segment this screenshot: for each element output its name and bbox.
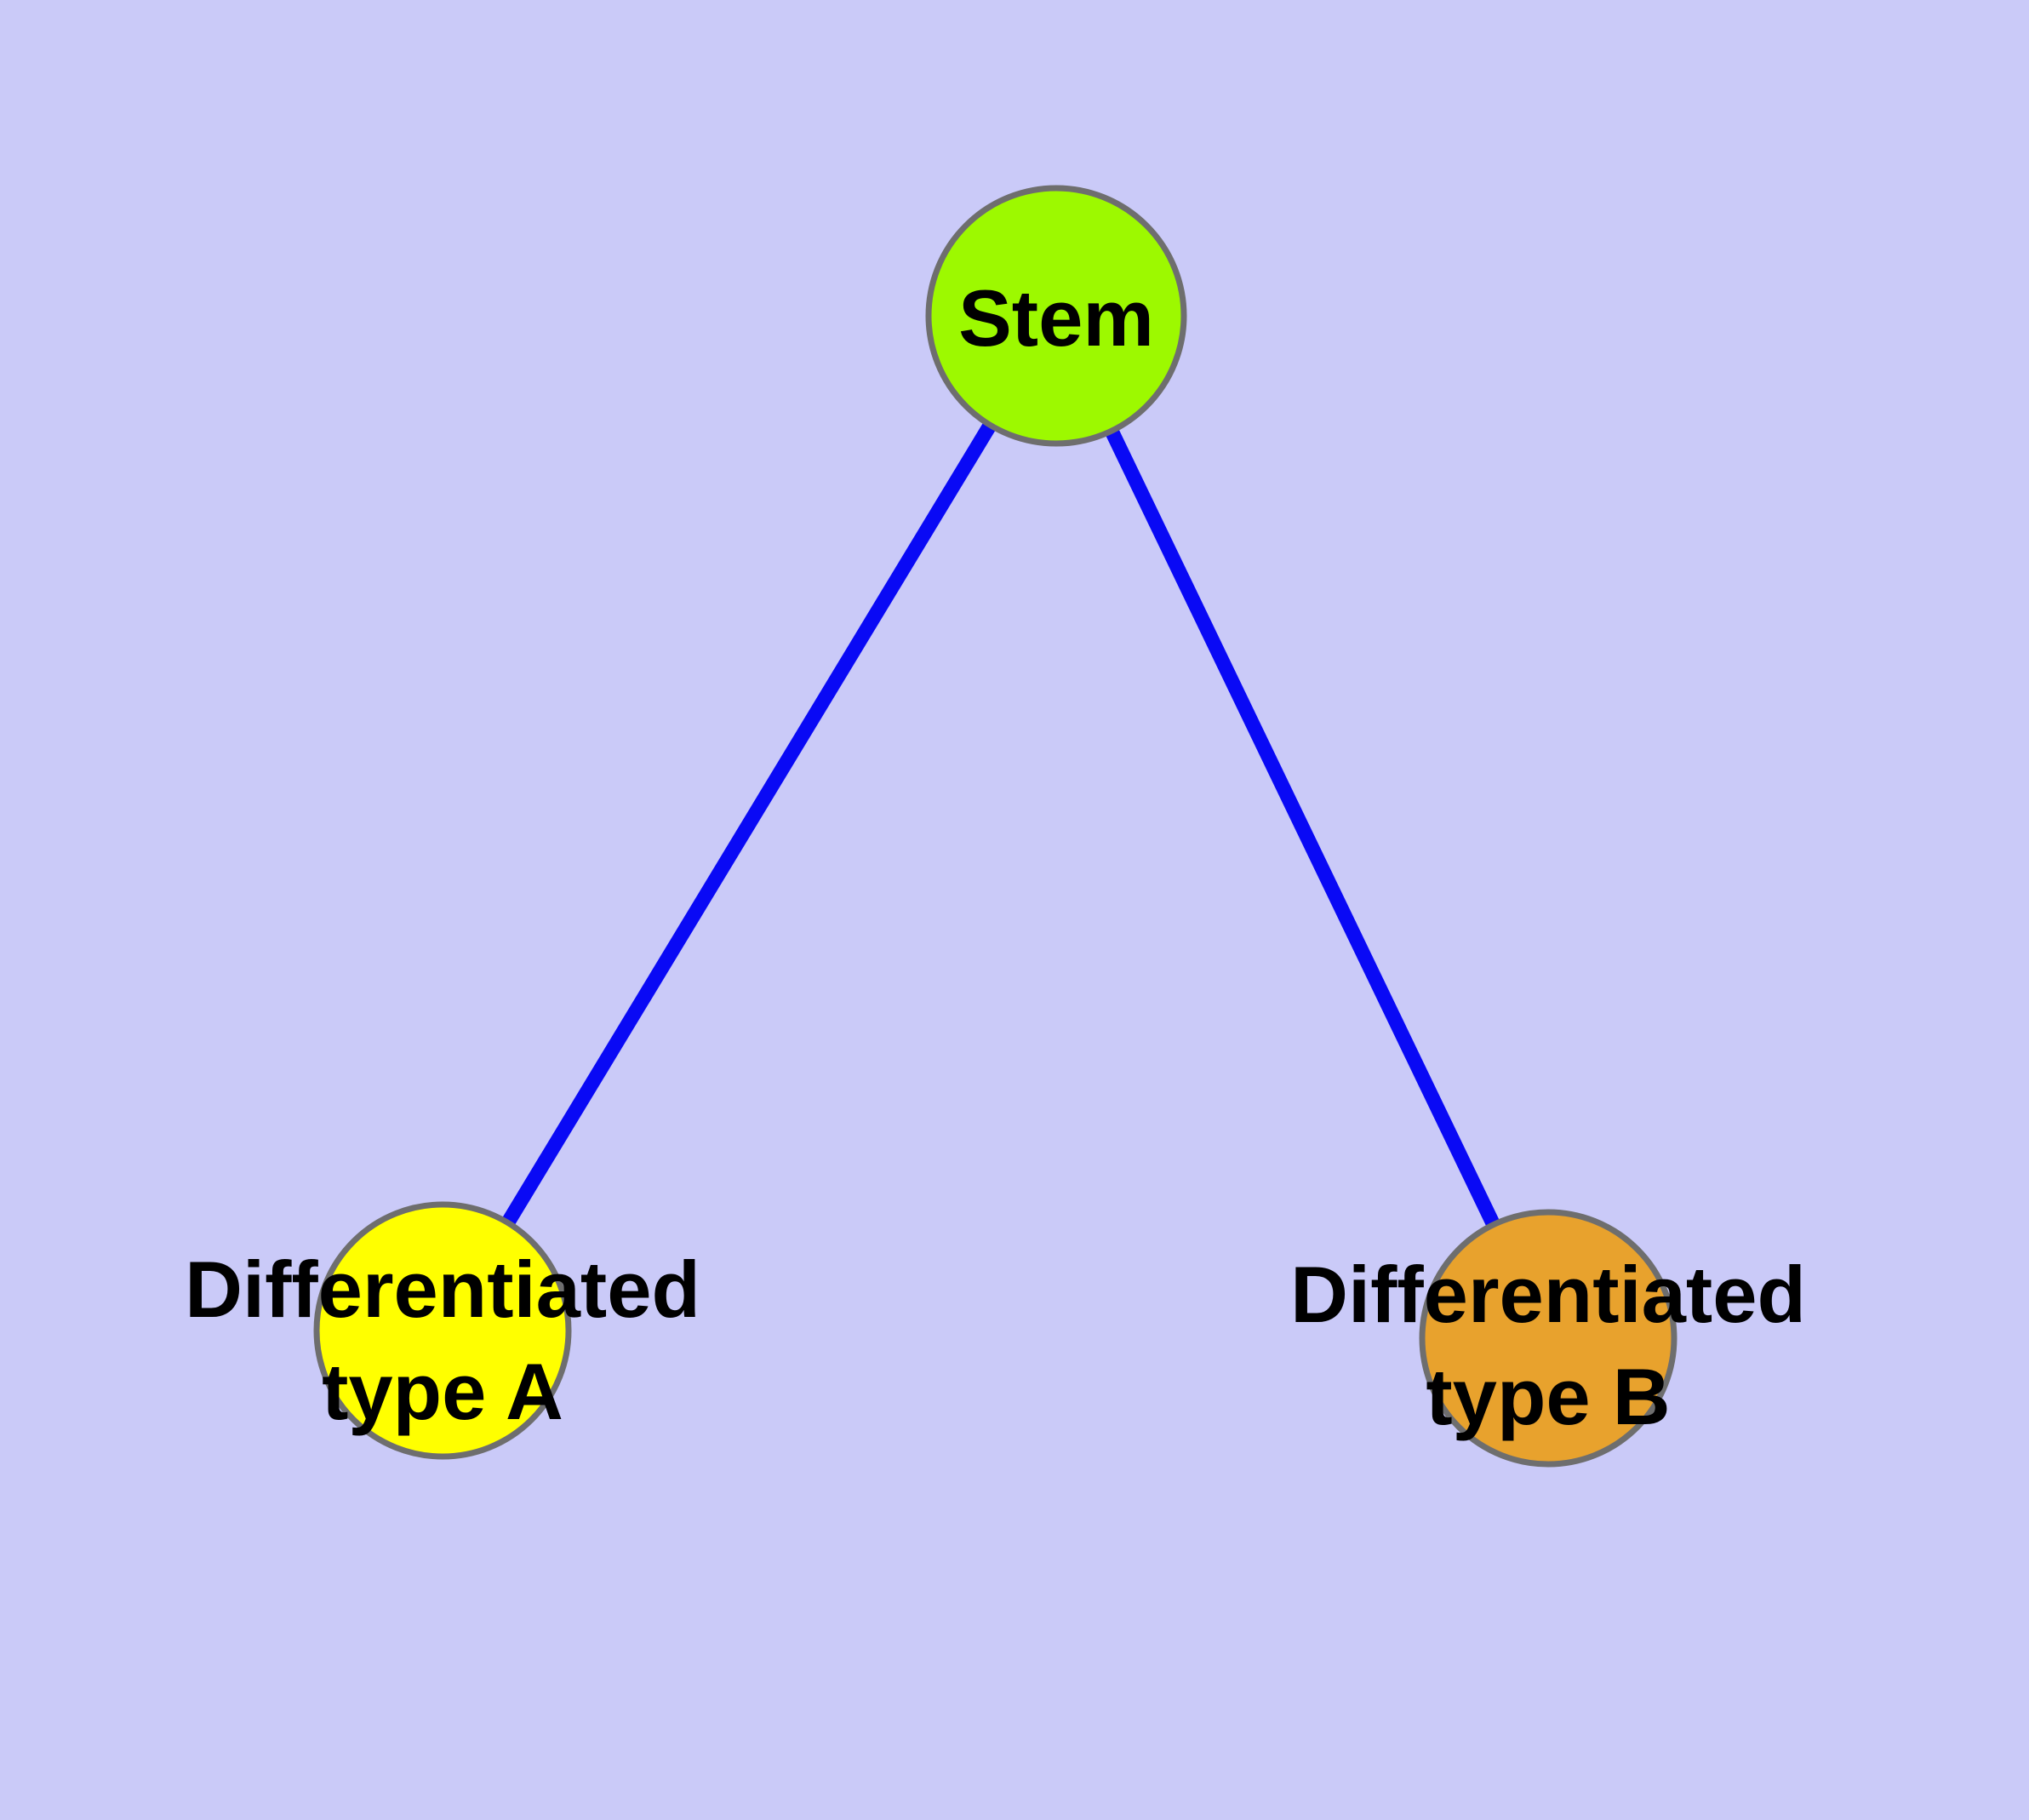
node-differentiated-type-a-label-line2: type A	[322, 1347, 563, 1436]
node-differentiated-type-b-label-line2: type B	[1426, 1352, 1670, 1441]
node-differentiated-type-b-circle	[1419, 1209, 1677, 1468]
node-stem-label: Stem	[958, 273, 1154, 363]
node-differentiated-type-b-label-line1: Differentiated	[1290, 1250, 1806, 1339]
node-differentiated-type-a: Differentiated type A	[185, 1201, 700, 1460]
edge-stem-to-type-b	[1049, 312, 1555, 1342]
node-differentiated-type-a-circle	[313, 1201, 572, 1460]
node-stem: Stem	[925, 185, 1187, 447]
edge-stem-to-type-a	[436, 312, 1063, 1335]
node-stem-circle	[925, 185, 1187, 447]
edge-group	[436, 312, 1555, 1342]
node-differentiated-type-a-label-line1: Differentiated	[185, 1245, 700, 1334]
node-differentiated-type-b: Differentiated type B	[1290, 1209, 1806, 1468]
